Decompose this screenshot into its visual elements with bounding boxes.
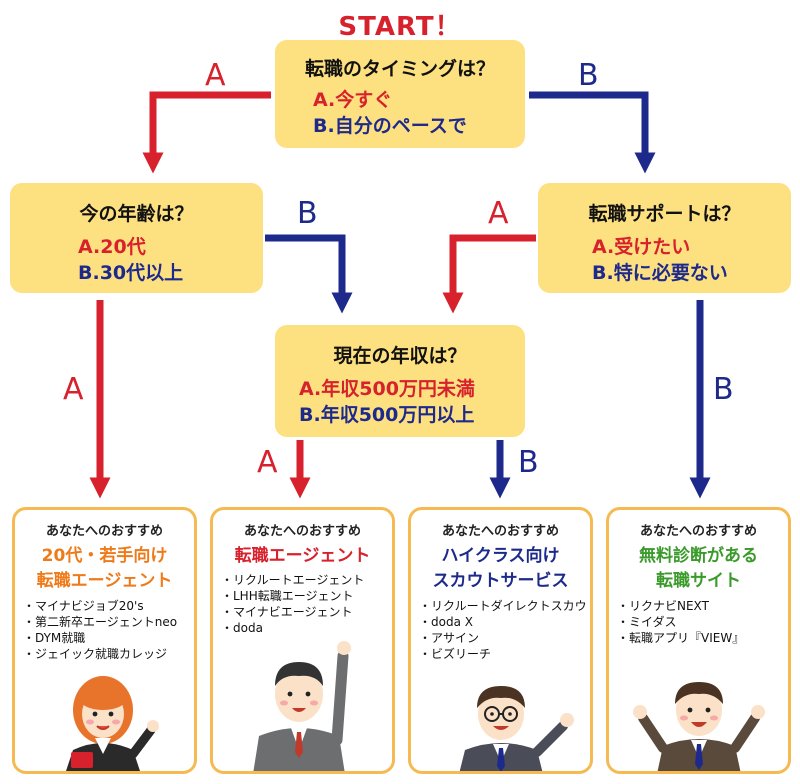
question-title: 今の年齢は？ — [79, 203, 194, 225]
question-title: 現在の年収は？ — [333, 345, 467, 367]
list-item: ・マイナビジョブ20's — [23, 599, 144, 613]
arrow-label-q1-a: A — [205, 58, 226, 93]
result-site: あなたへのおすすめ 無料診断がある 転職サイト ・リクナビNEXT ・ミイダス … — [606, 507, 791, 774]
arrow-q1-b — [529, 91, 656, 174]
woman-illustration — [66, 676, 159, 771]
question-income: 現在の年収は？ A.年収500万円未満 B.年収500万円以上 — [275, 325, 525, 437]
result-title: ハイクラス向け スカウトサービス — [411, 544, 590, 594]
arrow-label-q2-b: B — [297, 196, 318, 231]
arrow-label-q4-a: A — [257, 445, 278, 480]
result-title: 無料診断がある 転職サイト — [609, 544, 788, 594]
option-a: A.20代 — [78, 236, 146, 258]
result-young-agent: あなたへのおすすめ 20代・若手向け 転職エージェント ・マイナビジョブ20's… — [12, 507, 197, 774]
result-title-line: 20代・若手向け — [41, 546, 168, 566]
result-title-line: 転職エージェント — [234, 546, 371, 566]
arrow-label-q3-b: B — [713, 372, 734, 407]
result-title: 転職エージェント — [213, 544, 392, 569]
list-item: ・doda — [221, 621, 263, 635]
option-b: B.年収500万円以上 — [299, 404, 475, 426]
cheering-man-illustration — [633, 682, 765, 771]
arrow-label-q1-b: B — [578, 58, 599, 93]
list-item: ・アサイン — [419, 631, 480, 645]
result-title-line: 転職エージェント — [36, 571, 173, 591]
glasses-man-illustration — [459, 686, 574, 771]
arrow-label-q3-a: A — [488, 196, 509, 231]
list-item: ・ジェイック就職カレッジ — [23, 647, 168, 661]
result-title-line: 無料診断がある — [639, 546, 758, 566]
list-item: ・doda X — [419, 615, 473, 629]
businessman-illustration — [253, 641, 351, 771]
list-item: ・リクルートダイレクトスカウト — [419, 599, 593, 613]
option-b: B.特に必要ない — [592, 262, 728, 284]
result-header: あなたへのおすすめ — [243, 524, 361, 539]
question-age: 今の年齢は？ A.20代 B.30代以上 — [10, 183, 263, 293]
result-header: あなたへのおすすめ — [45, 524, 163, 539]
question-title: 転職のタイミングは？ — [304, 58, 495, 80]
list-item: ・転職アプリ『VIEW』 — [617, 631, 745, 645]
result-list: ・マイナビジョブ20's ・第二新卒エージェントneo ・DYM就職 ・ジェイッ… — [23, 598, 192, 662]
list-item: ・マイナビエージェント — [221, 605, 353, 619]
start-label: START！ — [338, 12, 462, 42]
result-title-line: 転職サイト — [656, 571, 741, 591]
result-title: 20代・若手向け 転職エージェント — [15, 544, 194, 594]
question-support: 転職サポートは？ A.受けたい B.特に必要ない — [538, 183, 791, 293]
arrow-label-q4-b: B — [518, 445, 539, 480]
result-list: ・リクルートエージェント ・LHH転職エージェント ・マイナビエージェント ・d… — [221, 572, 390, 636]
arrow-q2-b — [265, 234, 353, 314]
result-header: あなたへのおすすめ — [441, 524, 559, 539]
result-list: ・リクナビNEXT ・ミイダス ・転職アプリ『VIEW』 — [617, 598, 786, 646]
result-scout: あなたへのおすすめ ハイクラス向け スカウトサービス ・リクルートダイレクトスカ… — [408, 507, 593, 774]
question-timing: 転職のタイミングは？ A.今すぐ B.自分のペースで — [275, 40, 525, 148]
result-title-line: スカウトサービス — [432, 571, 569, 591]
list-item: ・LHH転職エージェント — [221, 589, 354, 603]
result-agent: あなたへのおすすめ 転職エージェント ・リクルートエージェント ・LHH転職エー… — [210, 507, 395, 774]
option-b: B.自分のペースで — [313, 115, 467, 137]
option-a: A.今すぐ — [313, 89, 393, 111]
list-item: ・DYM就職 — [23, 631, 86, 645]
list-item: ・リクナビNEXT — [617, 599, 709, 613]
list-item: ・ミイダス — [617, 615, 677, 629]
list-item: ・リクルートエージェント — [221, 573, 365, 587]
question-title: 転職サポートは？ — [588, 203, 741, 225]
list-item: ・ビズリーチ — [419, 647, 492, 661]
option-b: B.30代以上 — [78, 262, 184, 284]
arrow-label-q2-a: A — [63, 372, 84, 407]
result-title-line: ハイクラス向け — [441, 546, 560, 566]
list-item: ・第二新卒エージェントneo — [23, 615, 178, 629]
option-a: A.受けたい — [592, 236, 691, 258]
result-list: ・リクルートダイレクトスカウト ・doda X ・アサイン ・ビズリーチ — [419, 598, 593, 662]
arrow-q3-a — [442, 234, 536, 314]
arrow-q1-a — [142, 91, 271, 174]
result-header: あなたへのおすすめ — [639, 524, 757, 539]
option-a: A.年収500万円未満 — [299, 378, 475, 400]
